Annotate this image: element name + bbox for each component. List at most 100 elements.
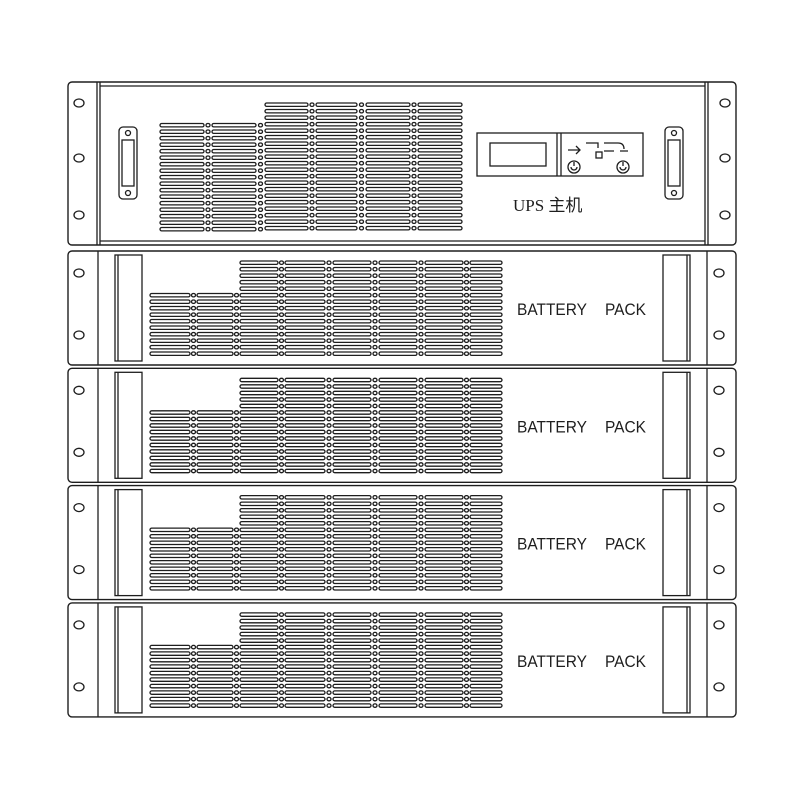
vent-slot bbox=[239, 559, 279, 565]
vent-slot bbox=[469, 351, 503, 357]
vent-dot bbox=[372, 423, 378, 428]
vent-slot bbox=[365, 173, 411, 179]
vent-slot bbox=[417, 115, 463, 121]
vent-slot bbox=[284, 377, 326, 383]
vent-dot bbox=[309, 212, 315, 218]
vent-dot bbox=[372, 664, 378, 669]
vent-dot bbox=[418, 651, 424, 656]
vent-slot bbox=[424, 312, 464, 318]
vent-dot bbox=[358, 108, 365, 114]
vent-slot bbox=[424, 416, 464, 422]
vent-slot bbox=[264, 212, 309, 218]
vent-slot bbox=[378, 690, 418, 695]
vent-dot bbox=[418, 631, 424, 637]
vent-slot bbox=[424, 651, 464, 656]
vent-slot bbox=[196, 533, 234, 539]
vent-dot bbox=[278, 657, 285, 663]
power-on-knob[interactable] bbox=[567, 160, 581, 174]
battery-right-handle[interactable] bbox=[662, 606, 691, 714]
vent-slot bbox=[424, 585, 464, 591]
handle-outline bbox=[662, 488, 691, 597]
vent-dot bbox=[463, 507, 470, 513]
vent-dot bbox=[418, 318, 424, 324]
vent-dot bbox=[233, 566, 240, 572]
vent-slot bbox=[332, 657, 372, 663]
vent-dot bbox=[463, 299, 470, 305]
vent-dot bbox=[463, 559, 470, 565]
battery-right-handle[interactable] bbox=[662, 254, 691, 362]
vent-dot bbox=[205, 213, 211, 219]
vent-slot bbox=[239, 572, 279, 578]
vent-dot bbox=[205, 148, 211, 154]
vent-slot bbox=[264, 141, 309, 147]
vent-slot bbox=[264, 206, 309, 212]
battery-label-word-1: BATTERY bbox=[517, 417, 587, 436]
vent-dot bbox=[233, 305, 240, 311]
vent-slot bbox=[149, 455, 191, 461]
vent-dot bbox=[372, 351, 378, 357]
vent-dot bbox=[372, 553, 378, 559]
vent-dot bbox=[309, 225, 315, 231]
vent-slot bbox=[315, 141, 358, 147]
vent-dot bbox=[190, 318, 197, 324]
battery-left-handle[interactable] bbox=[114, 488, 143, 597]
vent-slot bbox=[378, 344, 418, 350]
vent-slot bbox=[332, 670, 372, 676]
vent-dot bbox=[418, 305, 424, 311]
vent-dot bbox=[278, 527, 285, 533]
vent-dot bbox=[326, 553, 332, 559]
vent-dot bbox=[411, 115, 417, 121]
vent-slot bbox=[239, 625, 279, 630]
vent-slot bbox=[196, 703, 234, 708]
vent-slot bbox=[469, 579, 503, 585]
vent-slot bbox=[149, 572, 191, 578]
vent-dot bbox=[418, 331, 424, 337]
vent-slot bbox=[332, 703, 372, 708]
vent-dot bbox=[278, 312, 285, 318]
vent-dot bbox=[372, 429, 378, 435]
vent-dot bbox=[463, 279, 470, 285]
ups-right-handle[interactable] bbox=[664, 126, 684, 200]
vent-slot bbox=[378, 527, 418, 533]
vent-dot bbox=[372, 325, 378, 331]
vent-dot bbox=[372, 449, 378, 454]
vent-slot bbox=[424, 403, 464, 409]
vent-slot bbox=[378, 384, 418, 389]
vent-dot bbox=[418, 572, 424, 578]
vent-slot bbox=[211, 181, 257, 187]
battery-left-handle[interactable] bbox=[114, 371, 143, 479]
vent-slot bbox=[378, 403, 418, 409]
vent-slot bbox=[239, 429, 279, 435]
vent-slot bbox=[424, 462, 464, 467]
vent-dot bbox=[372, 540, 378, 546]
vent-slot bbox=[417, 128, 463, 134]
vent-slot bbox=[149, 527, 191, 533]
vent-dot bbox=[278, 299, 285, 305]
battery-left-handle[interactable] bbox=[114, 606, 143, 714]
battery-vent-grille bbox=[149, 260, 503, 357]
vent-slot bbox=[149, 416, 191, 422]
vent-dot bbox=[233, 299, 240, 305]
vent-dot bbox=[418, 273, 424, 279]
vent-dot bbox=[463, 585, 470, 591]
vent-slot bbox=[424, 644, 464, 650]
vent-slot bbox=[424, 410, 464, 415]
vent-dot bbox=[463, 429, 470, 435]
battery-right-handle[interactable] bbox=[662, 488, 691, 597]
battery-left-handle[interactable] bbox=[114, 254, 143, 362]
vent-slot bbox=[239, 436, 279, 441]
vent-dot bbox=[233, 436, 240, 441]
vent-slot bbox=[149, 325, 191, 331]
battery-right-handle[interactable] bbox=[662, 371, 691, 479]
power-off-knob[interactable] bbox=[616, 160, 630, 174]
vent-dot bbox=[278, 305, 285, 311]
vent-slot bbox=[469, 644, 503, 650]
ups-left-handle[interactable] bbox=[118, 126, 138, 200]
vent-dot bbox=[463, 683, 470, 689]
vent-slot bbox=[378, 305, 418, 311]
vent-dot bbox=[326, 501, 332, 507]
vent-dot bbox=[278, 429, 285, 435]
vent-dot bbox=[278, 540, 285, 546]
vent-slot bbox=[315, 199, 358, 205]
vent-dot bbox=[257, 155, 264, 161]
